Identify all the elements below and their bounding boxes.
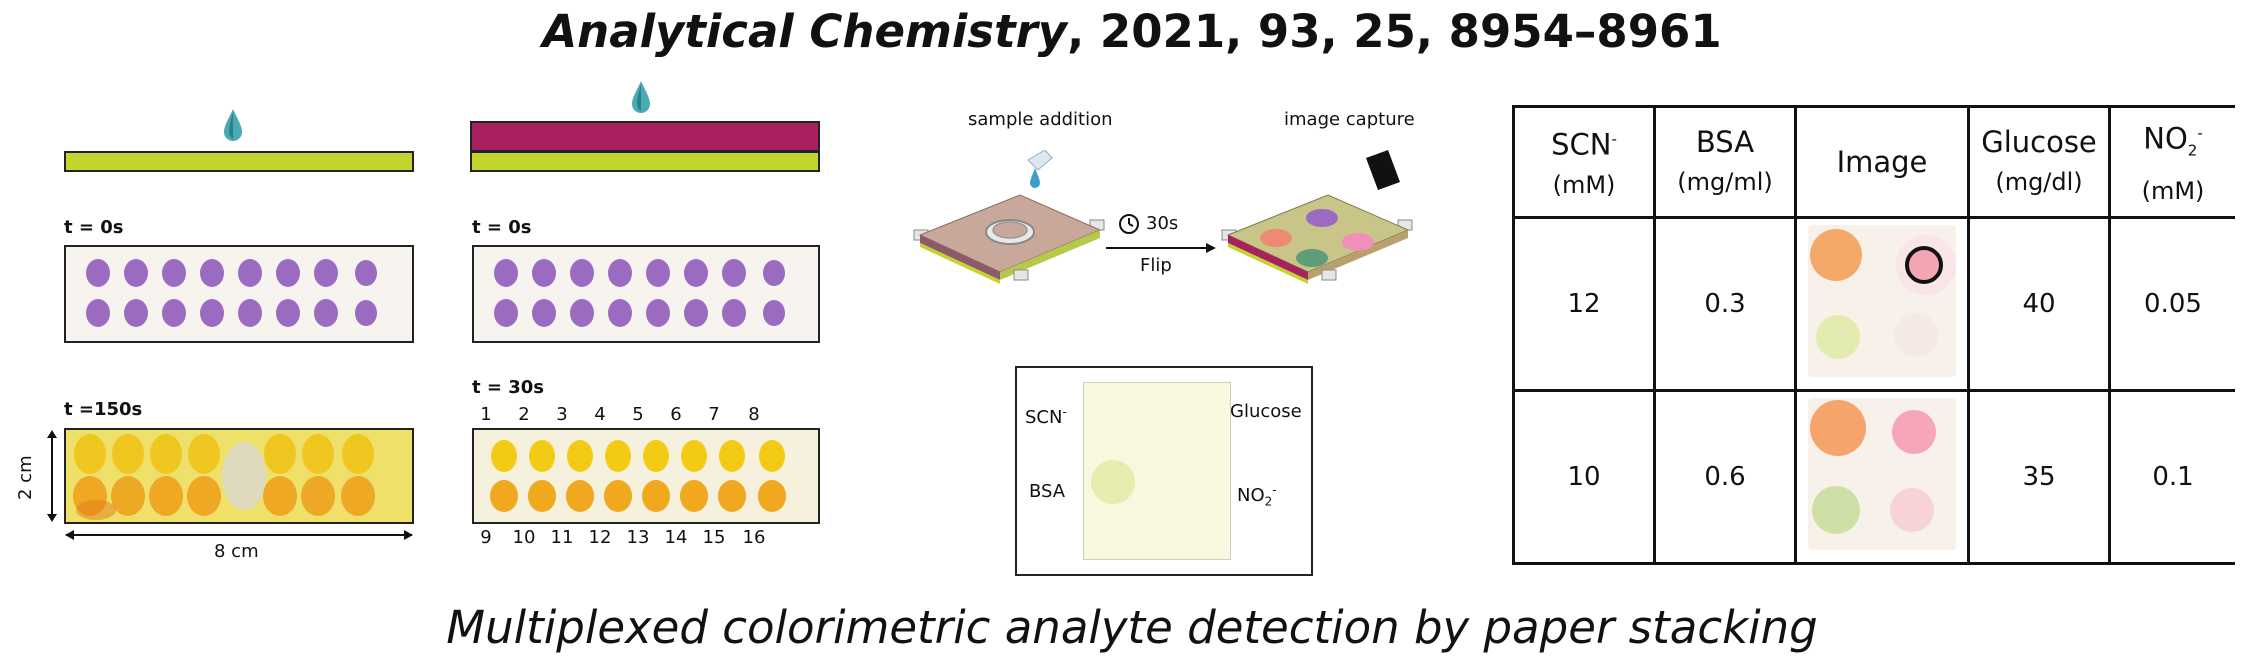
results-table: SCN- (mM) BSA (mg/ml) Image Glucose (mg/… [1512,105,2235,565]
readout-no2-label: NO2- [1237,480,1277,512]
device-sample-addition-illustration [913,150,1105,284]
cell-bsa: 0.3 [1653,216,1797,392]
header-no2: NO2- (mM) [2108,105,2235,219]
well-number: 2 [518,404,530,425]
cell-scn: 12 [1512,216,1656,392]
header-glucose: Glucose (mg/dl) [1967,105,2111,219]
cell-bsa: 0.6 [1653,389,1797,565]
cell-image [1794,216,1970,392]
scn-text: SCN [1025,407,1063,428]
sample-addition-label: sample addition [968,109,1113,130]
well-number: 3 [556,404,568,425]
well-number: 12 [588,527,612,548]
scn-charge: - [1062,405,1067,419]
readout-glucose-label: Glucose [1230,401,1302,422]
cell-glucose: 40 [1967,216,2111,392]
strip-t150 [64,428,414,524]
well-number: 6 [670,404,682,425]
well-number: 4 [594,404,606,425]
well-number: 5 [632,404,644,425]
well-number: 14 [664,527,688,548]
flip-label: Flip [1140,255,1172,276]
cell-image [1794,389,1970,565]
citation-details: , 2021, 93, 25, 8954–8961 [1067,5,1722,58]
table-row: 10 0.6 35 0.1 [1512,389,2235,565]
timer-icon [1119,214,1139,234]
purple-dot-array [86,259,377,327]
result-image-2 [1808,397,1956,550]
cell-glucose: 35 [1967,389,2111,565]
cell-scn: 10 [1512,389,1656,565]
well-number: 11 [550,527,574,548]
time-label-t0: t = 0s [64,217,124,238]
well-number: 1 [480,404,492,425]
height-dimension-arrow [47,430,57,522]
header-charge: - [1611,130,1617,149]
header-unit: (mg/dl) [1995,168,2083,196]
readout-card: SCN- Glucose BSA NO2- [1015,366,1313,576]
no2-charge: - [1272,483,1277,497]
time-label-t0: t = 0s [472,217,532,238]
header-subscript: 2 [2187,141,2198,160]
water-drop-icon [632,81,650,113]
table-header-row: SCN- (mM) BSA (mg/ml) Image Glucose (mg/… [1512,105,2235,219]
well-number: 8 [748,404,760,425]
readout-scn-label: SCN- [1025,402,1067,428]
water-drop-icon [224,109,242,141]
header-scn: SCN- (mM) [1512,105,1656,219]
cell-no2: 0.1 [2108,389,2235,565]
paper-strip-top [64,151,414,172]
header-name: Glucose [1981,125,2097,159]
image-capture-label: image capture [1284,109,1415,130]
header-image: Image [1794,105,1970,219]
well-number: 16 [742,527,766,548]
time-label-t150: t =150s [64,399,143,420]
journal-citation: Analytical Chemistry, 2021, 93, 25, 8954… [0,2,2264,62]
height-label: 2 cm [15,455,36,500]
timer-label: 30s [1146,213,1179,234]
strip-t0 [64,245,414,343]
purple-dot-array [494,259,785,327]
bsa-readout-spot [1091,460,1135,504]
header-name: NO [2143,121,2188,156]
figure-caption: Multiplexed colorimetric analyte detecti… [446,601,1818,654]
journal-name: Analytical Chemistry [542,5,1068,58]
flip-arrow [1106,243,1216,253]
no2-subscript: 2 [1264,494,1273,509]
well-number: 15 [702,527,726,548]
header-unit: (mg/ml) [1677,168,1773,196]
header-bsa: BSA (mg/ml) [1653,105,1797,219]
result-image-1 [1808,224,1956,377]
strip-t0 [472,245,820,343]
paper-strip-green [470,151,820,172]
yellow-dot-array [490,440,786,512]
time-label-t30: t = 30s [472,377,544,398]
header-charge: - [2197,124,2203,143]
width-dimension-arrow [65,530,413,540]
header-name: BSA [1695,125,1755,159]
strip-t30 [472,428,820,524]
well-number: 10 [512,527,536,548]
header-name: Image [1836,145,1928,179]
table-row: 12 0.3 40 0.05 [1512,216,2235,392]
header-unit: (mM) [1552,170,1616,199]
width-label: 8 cm [214,541,259,562]
readout-bsa-label: BSA [1029,481,1066,502]
well-number: 7 [708,404,720,425]
cell-no2: 0.05 [2108,216,2235,392]
paper-strip-magenta [470,121,820,152]
smeared-yellow-dots [66,430,412,522]
device-image-capture-illustration [1221,150,1413,284]
header-name: SCN [1551,127,1612,162]
well-number: 9 [480,527,492,548]
well-number: 13 [626,527,650,548]
no2-text: NO [1237,485,1265,506]
header-unit: (mM) [2141,176,2205,205]
